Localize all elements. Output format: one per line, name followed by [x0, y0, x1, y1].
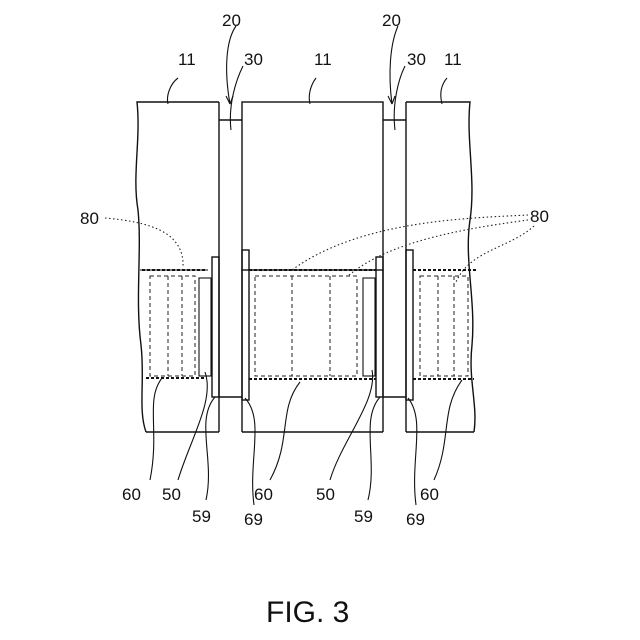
cell-right [413, 270, 478, 379]
block-11-left [136, 102, 219, 432]
label-60-right: 60 [420, 485, 439, 504]
leaders-top [167, 26, 447, 130]
label-11-right: 11 [444, 50, 462, 69]
label-60-left: 60 [122, 485, 141, 504]
label-20-right: 20 [382, 11, 401, 30]
label-60-middle: 60 [254, 485, 273, 504]
cell-left [142, 270, 211, 378]
block-11-right [406, 102, 475, 432]
figure-caption: FIG. 3 [266, 596, 349, 629]
cell-middle [249, 270, 376, 379]
label-69-right: 69 [406, 510, 425, 529]
label-80-right: 80 [530, 207, 549, 226]
lower-section [140, 270, 474, 432]
flange-left [212, 250, 249, 400]
label-59-left: 59 [192, 507, 211, 526]
label-11-left: 11 [178, 50, 196, 69]
label-50-left: 50 [162, 485, 181, 504]
label-30-left: 30 [244, 50, 263, 69]
label-80-left: 80 [80, 209, 99, 228]
leaders-bottom [150, 370, 462, 505]
label-20-left: 20 [222, 11, 241, 30]
block-11-middle [242, 102, 383, 270]
label-11-middle: 11 [314, 50, 332, 69]
label-59-right: 59 [354, 507, 373, 526]
label-30-right: 30 [407, 50, 426, 69]
label-69-left: 69 [244, 510, 263, 529]
label-50-right: 50 [316, 485, 335, 504]
flange-right [376, 250, 413, 400]
